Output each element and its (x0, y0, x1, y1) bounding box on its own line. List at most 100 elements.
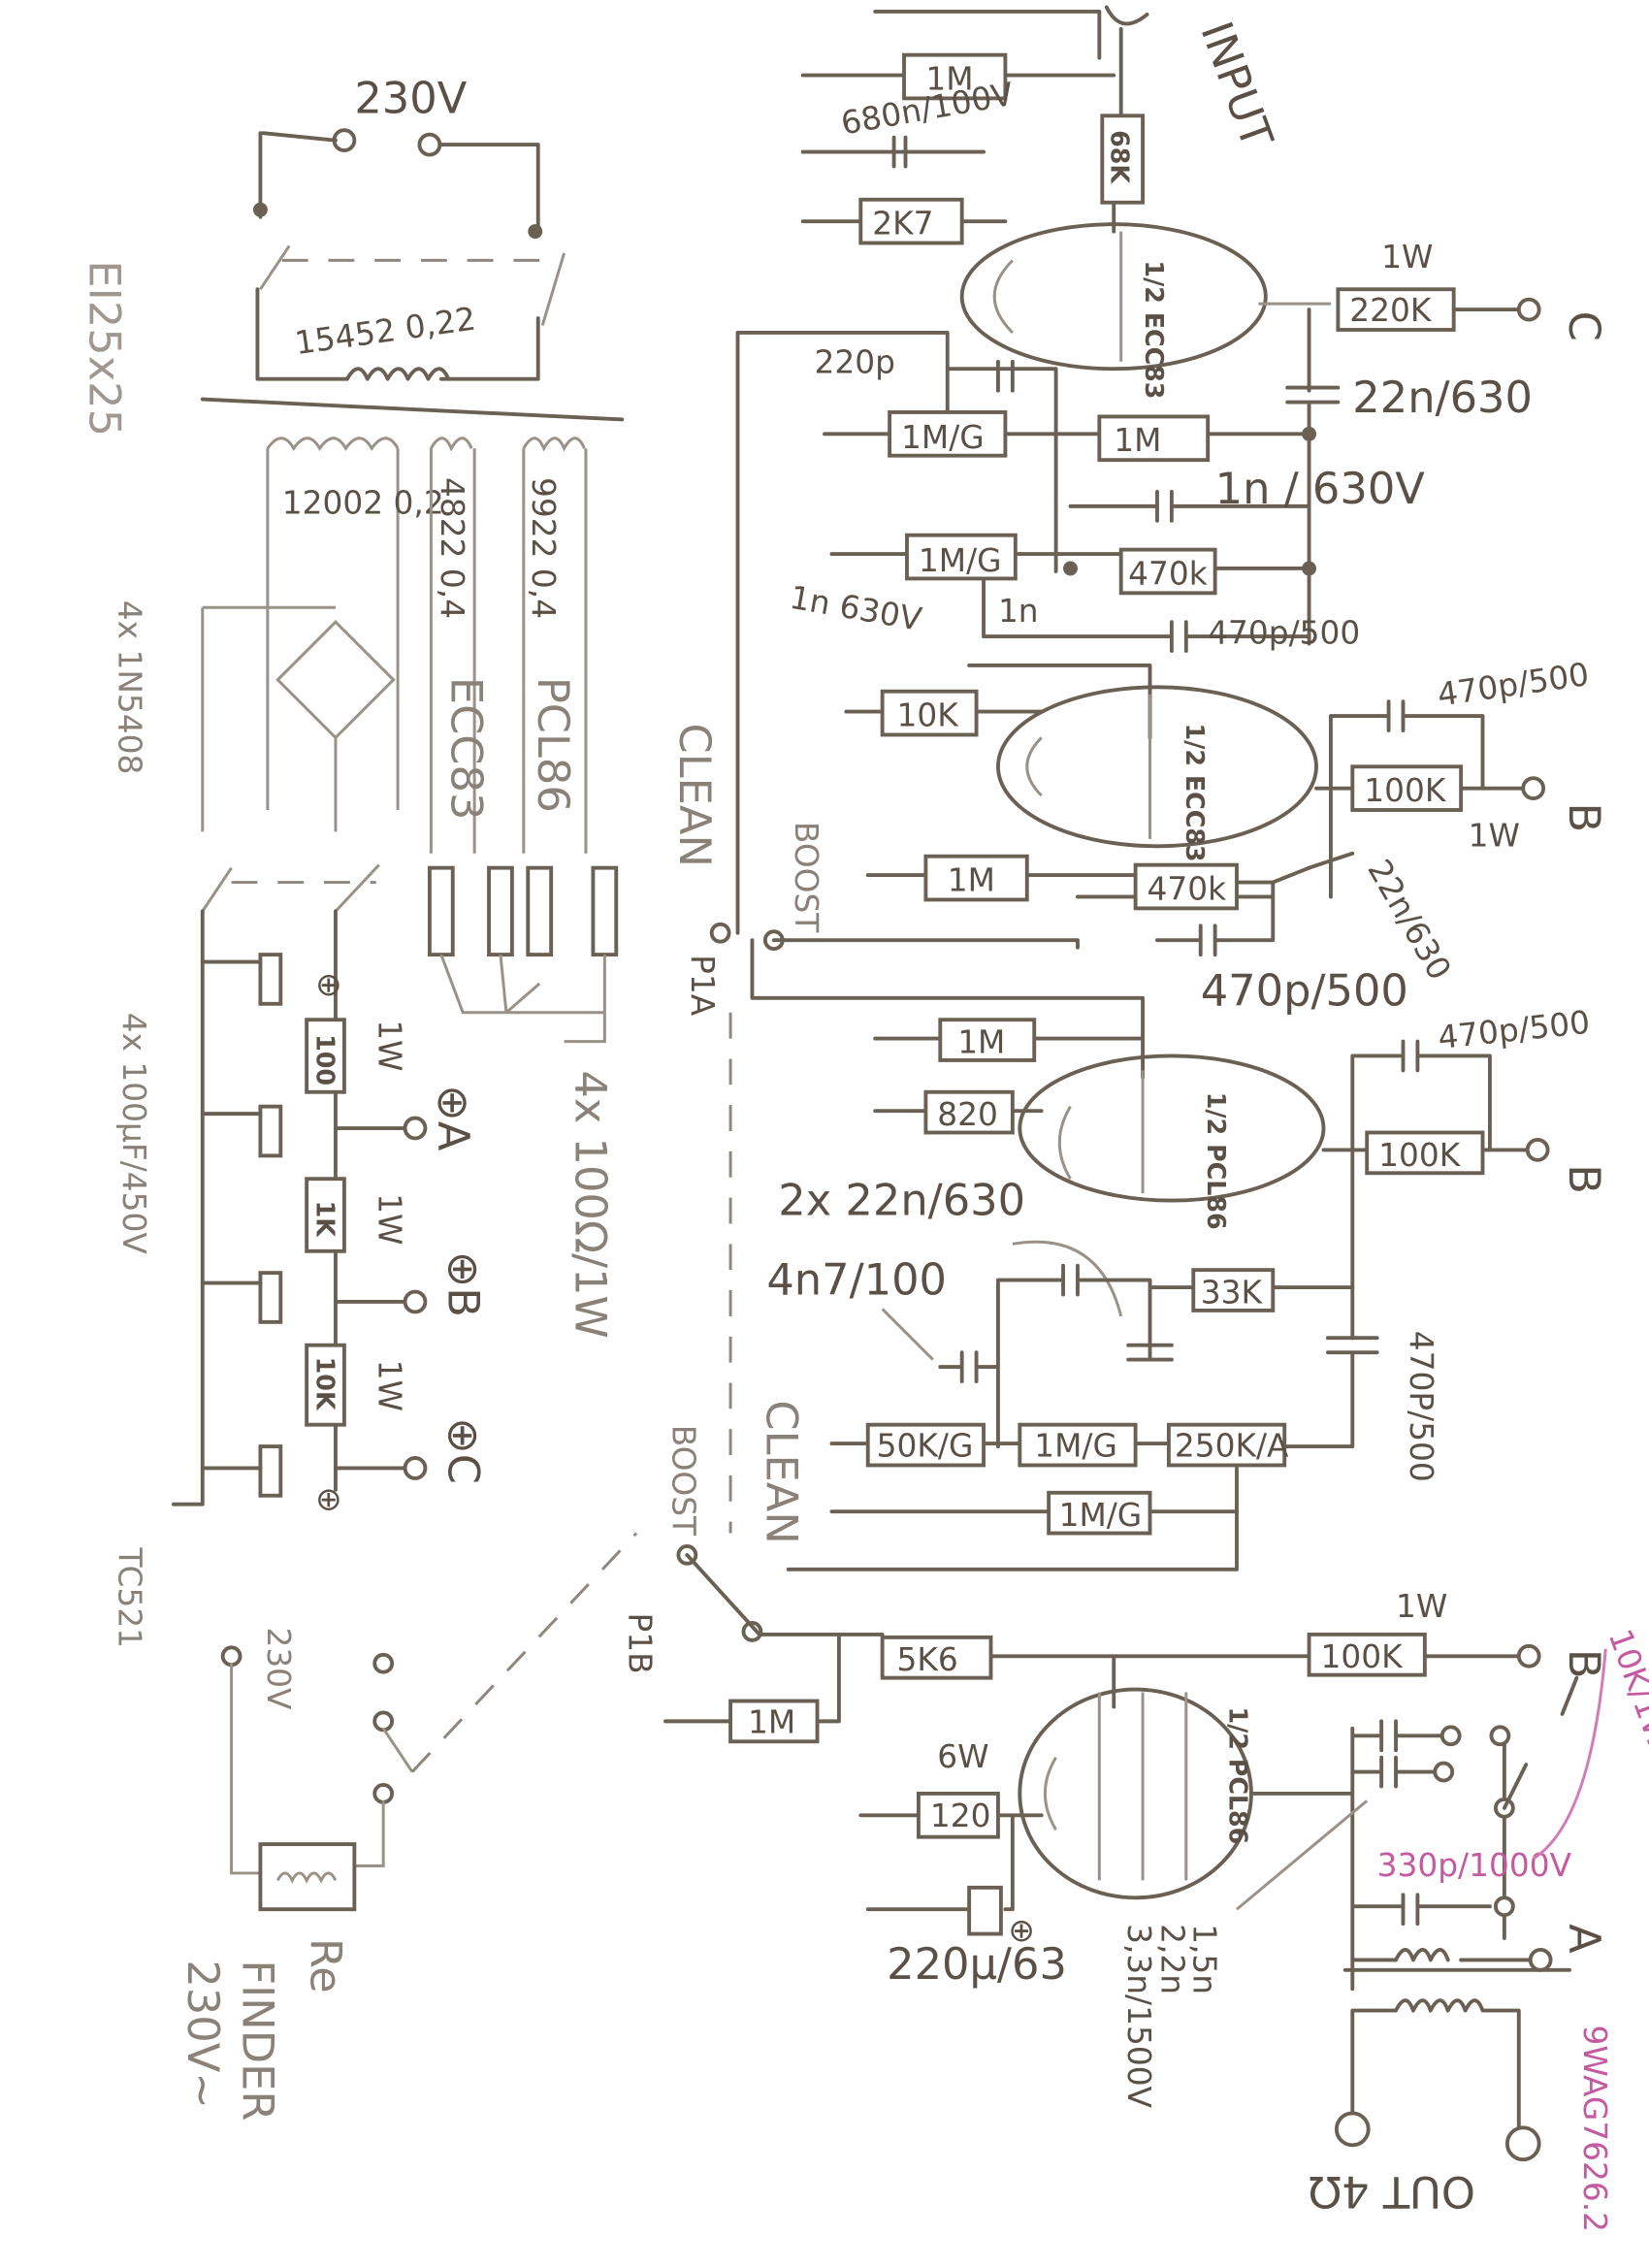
output-primary-coil-icon (1394, 1948, 1450, 1962)
boost-label-1: BOOST (788, 822, 824, 933)
resistor-10k (305, 1343, 346, 1427)
svg-text:100K: 100K (1320, 1638, 1404, 1675)
annotation-arrow (881, 1308, 934, 1361)
pot-50k-g[interactable] (865, 1422, 986, 1468)
tone-cap-2-label: 2,2n (1153, 1924, 1190, 1994)
filter-capacitors (200, 953, 283, 1498)
resistor-100-watt: 1W (372, 1020, 408, 1071)
svg-text:10K: 10K (897, 697, 960, 734)
annotation-arrow-pink (1532, 1648, 1607, 1861)
svg-text:220K: 220K (1349, 292, 1433, 329)
resistor-1m-grid4 (728, 1699, 820, 1744)
output-terminal[interactable] (1504, 2125, 1541, 2162)
primary-wire (255, 287, 540, 381)
svg-text:10K: 10K (311, 1357, 340, 1411)
switch-p1a-contact[interactable] (709, 922, 731, 944)
resistor-1m-tone (1097, 414, 1211, 463)
tube-v3-label: 1/2 PCL86 (1202, 1092, 1231, 1230)
resistor-470k-2 (1133, 862, 1239, 911)
switch-label: TC521 (111, 1546, 147, 1648)
resistor-1m-grid3 (938, 1018, 1037, 1062)
svg-text:1M: 1M (748, 1703, 795, 1740)
output-terminal[interactable] (1334, 2111, 1371, 2148)
svg-text:68K: 68K (1105, 130, 1134, 184)
resistor-10k-1w-label: 10K/1W (1601, 1625, 1649, 1754)
supply-c-label: ⊕C (437, 1417, 489, 1484)
node-c-label: C (1559, 311, 1610, 341)
cathode-cap-label: 220μ/63 (887, 1938, 1067, 1990)
svg-text:1M: 1M (957, 1024, 1005, 1061)
preamp: INPUT 1M 680n/100V 68K 2K7 1/2 ECC83 1W … (664, 5, 1610, 1571)
node-a-label: A (1559, 1924, 1610, 1954)
svg-text:250K/A: 250K/A (1175, 1428, 1289, 1465)
cap-2x22n-label: 2x 22n/630 (778, 1175, 1025, 1226)
svg-text:470k: 470k (1128, 555, 1208, 592)
input-jack-icon (1104, 5, 1149, 26)
tone-switch[interactable] (1502, 1675, 1579, 1810)
tube-v1-label: 1/2 ECC83 (1140, 260, 1169, 399)
pot-1m-g-1 (888, 410, 1008, 458)
resistor-100k-3 (1307, 1632, 1427, 1677)
tube-v2-label: 1/2 ECC83 (1180, 724, 1210, 862)
tone-cap-1-label: 1,5n (1185, 1924, 1222, 1994)
pot-1m-g-4[interactable] (1047, 1490, 1152, 1536)
cap-470p-3-label: 470p/500 (1201, 964, 1408, 1016)
clean-label-2: CLEAN (756, 1400, 807, 1543)
transformer-core-line (200, 397, 625, 422)
cap-1n-b-label: 1n (998, 593, 1039, 630)
annotation-arrow (1236, 1799, 1369, 1911)
plus-sign: ⊕ (315, 966, 341, 1003)
cap-1n-label: 1n / 630V (1215, 463, 1426, 514)
resistor-10k (880, 689, 979, 737)
resistor-1k-watt: 1W (372, 1193, 408, 1245)
node-b3-label: B (1559, 1649, 1610, 1679)
svg-text:50K/G: 50K/G (877, 1428, 974, 1465)
primary-coil-icon (344, 367, 451, 381)
relay-voltage-label: 230V~ (178, 1960, 229, 2108)
relay-wiring (230, 1663, 414, 1875)
svg-text:1M/G: 1M/G (901, 419, 985, 456)
cap-470p-2-label: 470p/500 (1436, 656, 1592, 713)
ecc83-heater-label: ECC83 (440, 677, 492, 821)
pcl86-winding-label: 9922 0,4 (525, 477, 562, 619)
ht-winding-label: 12002 0,2 (282, 484, 444, 521)
pot-1m-g-2 (905, 533, 1018, 581)
svg-text:1M/G: 1M/G (1059, 1497, 1143, 1534)
plate2-watt-label: 1W (1469, 817, 1520, 854)
output-label: OUT 4Ω (1309, 2166, 1475, 2218)
tone-cap-3-label: 3,3n/1500V (1120, 1924, 1157, 2108)
rectifier-label: 4x 1N5408 (111, 600, 147, 775)
switch-p1b-contact[interactable] (741, 1621, 763, 1642)
heater-resistors (427, 865, 619, 1044)
standby-switch (201, 863, 380, 913)
resistor-10k-watt: 1W (372, 1360, 408, 1411)
svg-text:100: 100 (311, 1034, 340, 1085)
svg-text:33K: 33K (1201, 1274, 1264, 1311)
resistor-120 (916, 1791, 1000, 1839)
plus-sign: ⊕ (1008, 1912, 1034, 1949)
svg-text:1M/G: 1M/G (1034, 1428, 1117, 1465)
plate4-watt-label: 1W (1396, 1588, 1447, 1625)
plus-sign: ⊕ (315, 1481, 341, 1518)
mains-terminal (417, 132, 442, 157)
resistor-2k7 (858, 197, 964, 245)
cap-470p-5-label: 470P/500 (1403, 1331, 1439, 1482)
cap-470p-4-label: 470p/500 (1437, 1004, 1592, 1056)
resistor-68k (1100, 113, 1146, 205)
coupling-cap-1-label: 22n/630 (1352, 372, 1533, 423)
pcl86-heater-label: PCL86 (528, 677, 579, 813)
cathode-capacitor (967, 1885, 1003, 1936)
heater-resistors-label: 4x 100Ω/1W (566, 1070, 617, 1338)
node-b1-label: B (1559, 803, 1610, 833)
mains-switch (259, 244, 566, 326)
pot-1m-g-3[interactable] (1018, 1422, 1138, 1468)
resistor-100 (305, 1018, 346, 1094)
svg-text:5K6: 5K6 (897, 1641, 958, 1678)
pot-250k-a[interactable] (1166, 1422, 1287, 1468)
power-supply: 230V 15452 0,22 EI25x25 12002 0,2 4822 0… (79, 72, 638, 2122)
supply-a-label: ⊕A (428, 1085, 479, 1150)
power-stage: P1B 1W 100K B 5K6 1M 1/2 PCL86 6W 120 ⊕ … (622, 1544, 1649, 2232)
relay-label: Re (301, 1938, 352, 1993)
bridge-rectifier-icon (201, 605, 396, 832)
ht-winding (266, 437, 400, 810)
